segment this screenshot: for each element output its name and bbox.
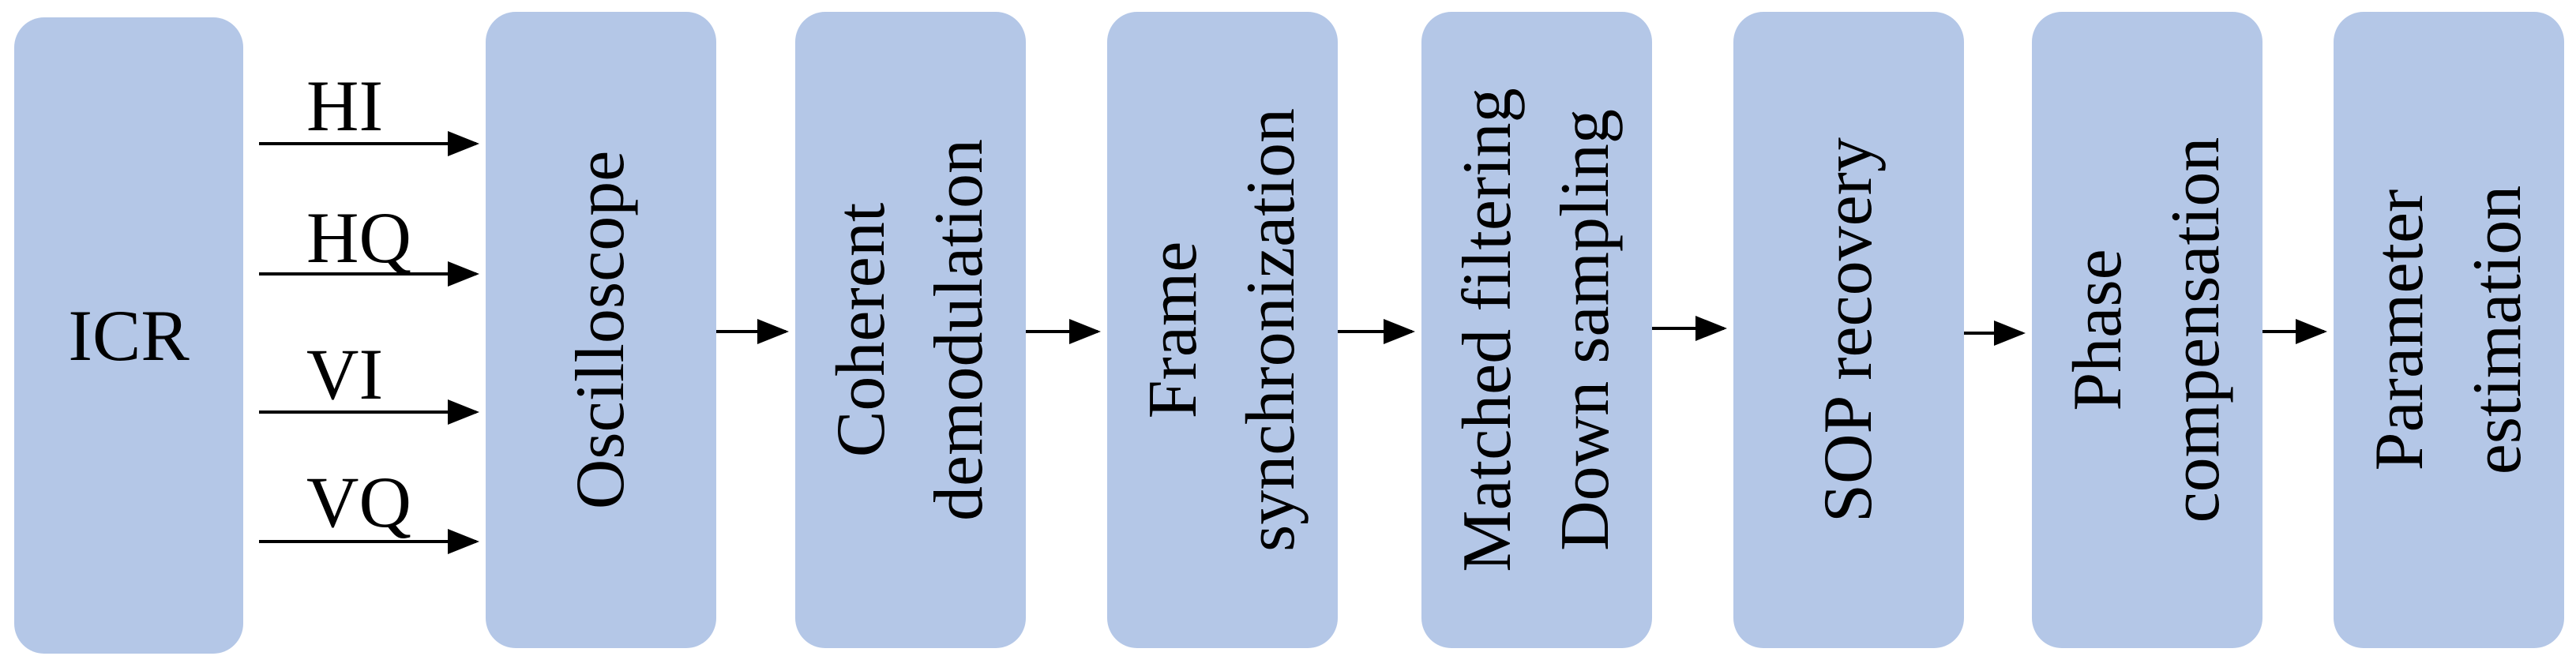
icr-label: ICR	[68, 295, 190, 376]
stage-coherent-demodulation: Coherent demodulation	[795, 12, 1026, 648]
signal-label-vi: VI	[306, 334, 384, 414]
signal-label-hq: HQ	[306, 197, 411, 278]
stage-frame-synchronization: Frame synchronization	[1107, 12, 1338, 648]
stage-parameter-estimation: Parameter estimation	[2334, 12, 2564, 648]
stage-matched-filtering: Matched filtering Down sampling	[1421, 12, 1652, 648]
signal-label-hi: HI	[306, 66, 384, 146]
stage-sop-recovery: SOP recovery	[1733, 12, 1964, 648]
stage-oscilloscope: Oscilloscope	[486, 12, 716, 648]
icr-block: ICR	[14, 17, 243, 654]
signal-label-vq: VQ	[306, 462, 411, 542]
stage-phase-compensation: Phase compensation	[2032, 12, 2262, 648]
